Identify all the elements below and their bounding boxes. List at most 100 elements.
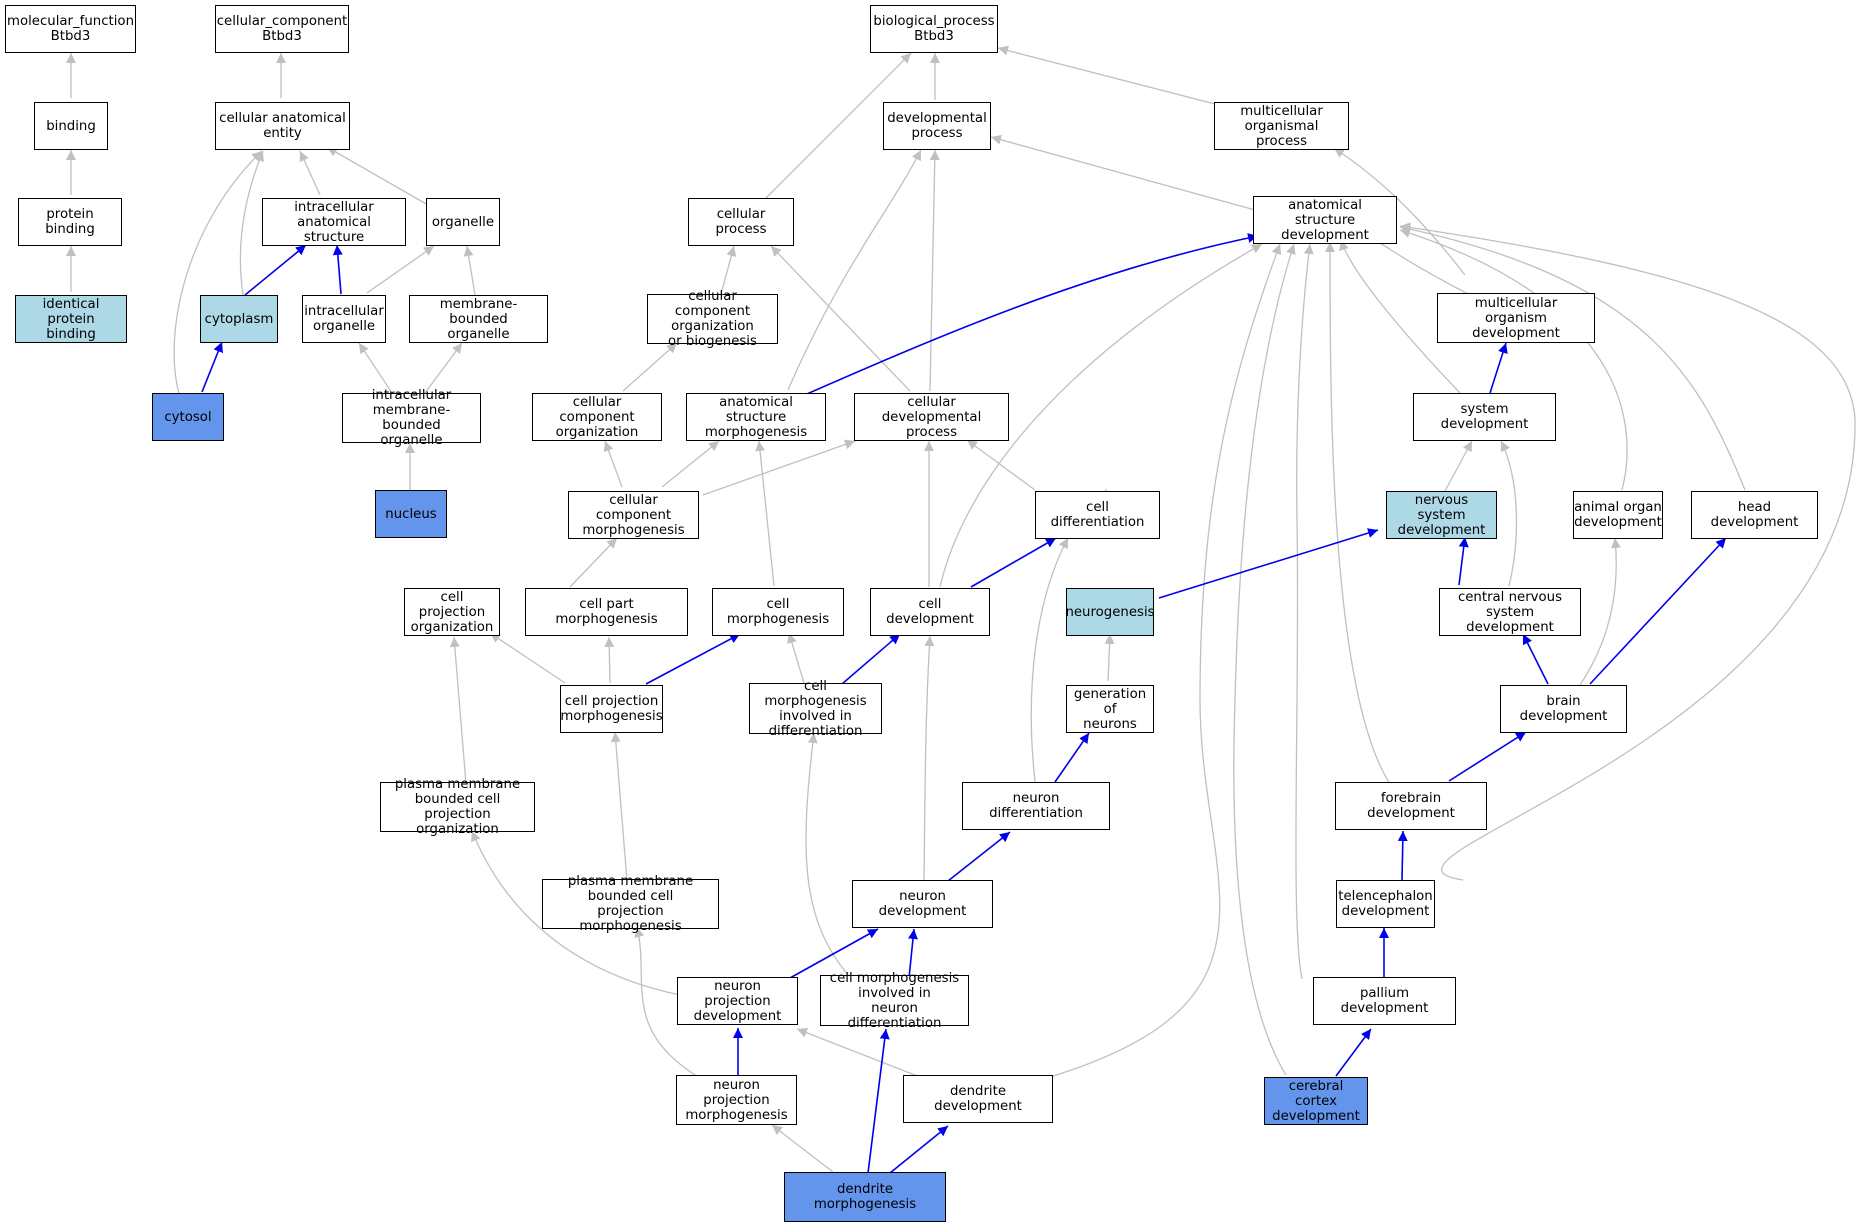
edge <box>805 732 851 978</box>
edge <box>1339 239 1461 394</box>
edge <box>787 632 805 684</box>
edge <box>720 245 737 295</box>
path-edge <box>947 831 1011 882</box>
node-neuron-projection-morphogenesis[interactable]: neuron projection morphogenesis <box>676 1075 797 1125</box>
node-cellular-process[interactable]: cellular process <box>688 198 794 246</box>
node-organelle[interactable]: organelle <box>426 198 500 246</box>
node-cellular-component[interactable]: cellular_component Btbd3 <box>215 5 349 53</box>
path-edge <box>889 1125 949 1174</box>
node-cellular-component-organization-or-biogenesis[interactable]: cellular component organization or bioge… <box>647 289 778 349</box>
node-multicellular-organismal-process[interactable]: multicellular organismal process <box>1214 102 1349 150</box>
node-nucleus[interactable]: nucleus <box>375 490 447 538</box>
node-cerebral-cortex-development[interactable]: cerebral cortex development <box>1264 1077 1368 1125</box>
node-system-development[interactable]: system development <box>1413 393 1556 441</box>
node-generation-of-neurons[interactable]: generation of neurons <box>1066 685 1154 733</box>
node-cellular-anatomical-entity[interactable]: cellular anatomical entity <box>215 102 350 150</box>
node-biological-process[interactable]: biological_process Btbd3 <box>870 5 998 53</box>
edge <box>326 146 429 206</box>
path-edge <box>799 233 1259 398</box>
path-edge <box>1489 342 1508 394</box>
edge <box>634 926 701 1079</box>
path-edge <box>1458 536 1469 586</box>
node-membrane-bounded-organelle[interactable]: membrane-bounded organelle <box>409 295 548 343</box>
node-forebrain-development[interactable]: forebrain development <box>1335 782 1487 830</box>
path-edge <box>645 633 741 685</box>
node-cell-projection-organization[interactable]: cell projection organization <box>404 588 500 636</box>
node-cytosol[interactable]: cytosol <box>152 393 224 441</box>
node-neuron-differentiation[interactable]: neuron differentiation <box>962 782 1110 830</box>
node-cell-part-morphogenesis[interactable]: cell part morphogenesis <box>525 588 688 636</box>
edge <box>770 245 911 392</box>
path-edge <box>1335 1028 1372 1077</box>
node-plasma-membrane-bounded-cell-projection-morphogenesis[interactable]: plasma membrane bounded cell projection … <box>542 874 719 934</box>
node-neuron-development[interactable]: neuron development <box>852 880 993 928</box>
edge <box>1233 243 1296 1076</box>
node-molecular-function[interactable]: molecular_function Btbd3 <box>5 5 136 53</box>
node-intracellular-anatomical-structure[interactable]: intracellular anatomical structure <box>262 198 406 246</box>
node-cell-development[interactable]: cell development <box>870 588 990 636</box>
edge <box>424 342 463 394</box>
node-intracellular-organelle[interactable]: intracellular organelle <box>302 295 386 343</box>
path-edge <box>1054 732 1090 783</box>
edge <box>463 245 476 296</box>
edge <box>1371 235 1481 301</box>
edge <box>929 149 940 392</box>
edge <box>787 149 922 391</box>
edge <box>702 439 856 496</box>
node-cell-morphogenesis-involved-in-neuron-differentiation[interactable]: cell morphogenesis involved in neuron di… <box>820 971 969 1031</box>
edge <box>1104 633 1115 682</box>
node-central-nervous-system-development[interactable]: central nervous system development <box>1439 588 1581 636</box>
edge <box>1333 147 1466 276</box>
edge <box>489 632 566 684</box>
edge <box>1399 222 1856 881</box>
path-edge <box>789 928 879 979</box>
node-plasma-membrane-bounded-cell-projection-organization[interactable]: plasma membrane bounded cell projection … <box>380 777 535 837</box>
edge <box>366 245 435 294</box>
node-nervous-system-development[interactable]: nervous system development <box>1386 491 1497 539</box>
edge <box>1444 440 1473 492</box>
node-cell-differentiation[interactable]: cell differentiation <box>1035 491 1160 539</box>
node-head-development[interactable]: head development <box>1691 491 1818 539</box>
node-pallium-development[interactable]: pallium development <box>1313 977 1456 1025</box>
edge <box>1399 224 1746 491</box>
node-neuron-projection-development[interactable]: neuron projection development <box>677 977 798 1025</box>
node-cell-morphogenesis-involved-in-differentiation[interactable]: cell morphogenesis involved in different… <box>749 679 882 739</box>
node-telencephalon-development[interactable]: telencephalon development <box>1336 880 1435 928</box>
edge <box>1399 228 1628 491</box>
node-cellular-component-organization[interactable]: cellular component organization <box>532 393 662 441</box>
node-developmental-process[interactable]: developmental process <box>883 102 991 150</box>
node-anatomical-structure-development[interactable]: anatomical structure development <box>1253 196 1397 244</box>
edge <box>997 45 1216 105</box>
node-neurogenesis[interactable]: neurogenesis <box>1065 588 1155 636</box>
edge <box>1030 537 1069 783</box>
node-intracellular-membrane-bounded-organelle[interactable]: intracellular membrane-bounded organelle <box>342 388 481 448</box>
edge <box>358 342 393 394</box>
edge <box>173 150 263 406</box>
path-edge <box>970 537 1057 588</box>
path-edge <box>244 244 307 296</box>
node-protein-binding[interactable]: protein binding <box>18 198 122 246</box>
node-dendrite-development[interactable]: dendrite development <box>903 1075 1053 1123</box>
edge <box>1325 241 1391 785</box>
node-cell-projection-morphogenesis[interactable]: cell projection morphogenesis <box>560 685 663 733</box>
edge <box>923 635 935 883</box>
node-multicellular-organism-development[interactable]: multicellular organism development <box>1437 293 1595 343</box>
node-binding[interactable]: binding <box>34 102 108 150</box>
node-cellular-component-morphogenesis[interactable]: cellular component morphogenesis <box>568 491 699 539</box>
edge <box>622 342 678 392</box>
node-cytoplasm[interactable]: cytoplasm <box>200 295 278 343</box>
node-animal-organ-development[interactable]: animal organ development <box>1573 491 1663 539</box>
edge <box>1500 440 1518 587</box>
node-cell-morphogenesis[interactable]: cell morphogenesis <box>712 588 844 636</box>
node-cellular-developmental-process[interactable]: cellular developmental process <box>854 393 1009 441</box>
edge <box>449 636 467 785</box>
path-edge <box>867 1028 890 1174</box>
edge <box>755 440 775 587</box>
node-brain-development[interactable]: brain development <box>1500 685 1627 733</box>
node-anatomical-structure-morphogenesis[interactable]: anatomical structure morphogenesis <box>686 393 826 441</box>
node-dendrite-morphogenesis[interactable]: dendrite morphogenesis <box>784 1172 946 1222</box>
edge <box>299 150 321 196</box>
edge <box>939 243 1263 588</box>
edge <box>1579 537 1621 686</box>
node-identical-protein-binding[interactable]: identical protein binding <box>15 295 127 343</box>
